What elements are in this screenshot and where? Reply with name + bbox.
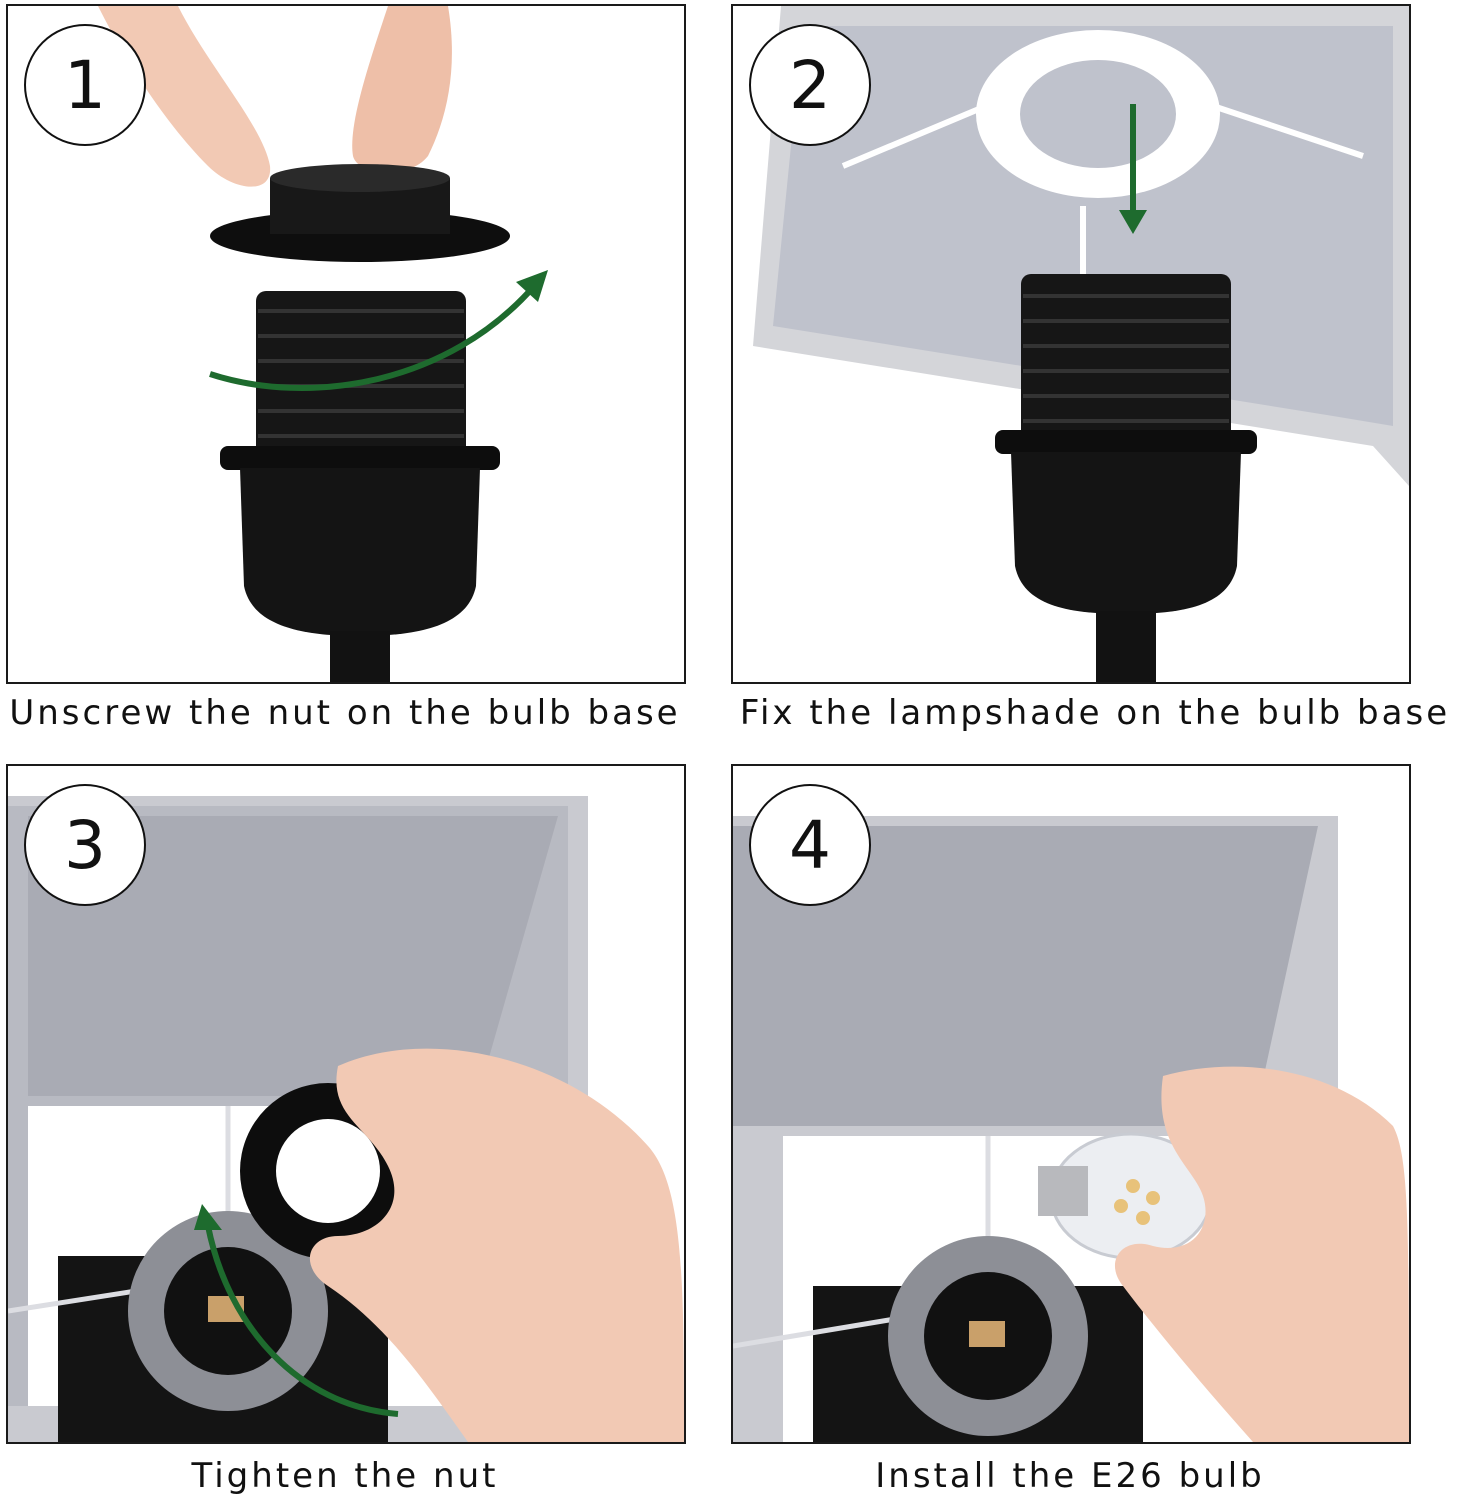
socket-cup-icon — [1011, 452, 1241, 614]
step-number-badge: 1 — [24, 24, 146, 146]
socket-cup-icon — [240, 468, 480, 636]
rotate-arrow-icon — [205, 1225, 399, 1417]
bulb-screw-base — [1038, 1166, 1088, 1216]
step-number-badge: 4 — [749, 784, 871, 906]
hand-icon — [309, 1048, 684, 1442]
step-3-panel: 3 — [6, 764, 686, 1444]
step-1-illustration — [98, 6, 548, 682]
step-4-panel: 4 — [731, 764, 1411, 1444]
step-3-illustration — [8, 796, 684, 1442]
step-2-illustration — [753, 6, 1409, 682]
hand-thumb-icon — [352, 6, 452, 173]
socket-thread-icon — [1021, 274, 1231, 444]
hand-icon — [1114, 1066, 1409, 1442]
hand-finger-icon — [98, 6, 271, 187]
step-number-badge: 2 — [749, 24, 871, 146]
step-1-panel: 1 — [6, 4, 686, 684]
step-number-badge: 3 — [24, 784, 146, 906]
step-4-illustration — [733, 816, 1409, 1442]
lamp-stem — [1096, 611, 1156, 682]
rotate-arrow-icon — [209, 282, 539, 391]
step-caption: Unscrew the nut on the bulb base — [9, 693, 681, 733]
step-caption: Tighten the nut — [191, 1456, 499, 1496]
step-2-panel: 2 — [731, 4, 1411, 684]
socket-thread-icon — [256, 291, 466, 461]
step-caption: Install the E26 bulb — [875, 1456, 1265, 1496]
step-caption: Fix the lampshade on the bulb base — [739, 693, 1451, 733]
lamp-stem — [330, 631, 390, 682]
